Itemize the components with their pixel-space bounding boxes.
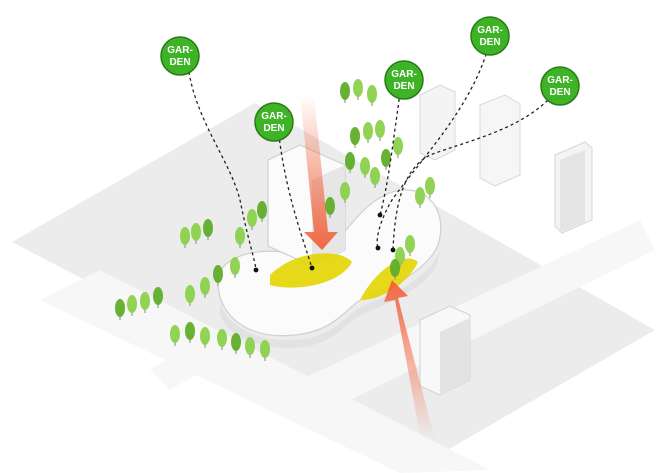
tree-icon	[381, 149, 391, 170]
road	[150, 340, 220, 390]
garden-label-line2: DEN	[549, 87, 570, 98]
tree-icon	[230, 257, 240, 278]
tree-icon	[340, 82, 350, 103]
tree-icon	[360, 157, 370, 178]
leader-lines	[187, 47, 553, 271]
tree-icon	[425, 177, 435, 198]
garden-badge: GAR- DEN	[160, 36, 200, 76]
tree-icon	[375, 120, 385, 141]
garden-badge: GAR- DEN	[540, 66, 580, 106]
garden-badge-icon	[470, 16, 510, 56]
tree-icon	[367, 85, 377, 106]
tree-icon	[235, 227, 245, 248]
rear-buildings	[419, 84, 593, 234]
garden-label-line1: GAR-	[477, 25, 503, 36]
garden-label-line2: DEN	[479, 37, 500, 48]
garden-area	[360, 258, 418, 300]
tree-icon	[370, 167, 380, 188]
tree-icon	[127, 295, 137, 316]
tree-icon	[200, 327, 210, 348]
road	[40, 270, 490, 473]
tree-icon	[393, 137, 403, 158]
garden-area	[270, 253, 352, 288]
tree-icon	[213, 265, 223, 286]
tree-icon	[231, 333, 241, 354]
tree-icon	[257, 201, 267, 222]
tree-icon	[415, 187, 425, 208]
wind-arrow-icon	[300, 95, 338, 250]
garden-label-line1: GAR-	[261, 111, 287, 122]
road	[300, 220, 655, 410]
garden-label-line2: DEN	[393, 81, 414, 92]
wind-arrow-icon	[384, 280, 435, 440]
tree-icon	[245, 337, 255, 358]
garden-label-line2: DEN	[263, 123, 284, 134]
tree-icon	[390, 259, 400, 280]
garden-label-line1: GAR-	[391, 69, 417, 80]
tree-icon	[115, 299, 125, 320]
tree-icon	[185, 285, 195, 306]
garden-badge-icon	[540, 66, 580, 106]
garden-badge: GAR- DEN	[384, 60, 424, 100]
tree-icon	[247, 209, 257, 230]
tree-icon	[217, 329, 227, 350]
tree-icon	[345, 152, 355, 173]
tree-icon	[170, 325, 180, 346]
tree-icon	[325, 197, 335, 218]
garden-badge-icon	[384, 60, 424, 100]
tree-icon	[353, 79, 363, 100]
tree-icon	[340, 182, 350, 203]
tree-icon	[363, 122, 373, 143]
garden-label-line2: DEN	[169, 57, 190, 68]
leader-endpoints	[253, 212, 396, 273]
tree-group	[115, 79, 435, 361]
tree-icon	[260, 340, 270, 361]
garden-badge-icon	[254, 102, 294, 142]
tree-icon	[200, 277, 210, 298]
tree-icon	[185, 322, 195, 343]
garden-badge: GAR- DEN	[470, 16, 510, 56]
garden-label-line1: GAR-	[167, 45, 193, 56]
garden-badge-icon	[160, 36, 200, 76]
tree-icon	[405, 235, 415, 256]
tree-icon	[203, 219, 213, 240]
tree-icon	[140, 292, 150, 313]
tree-icon	[180, 227, 190, 248]
garden-label-line1: GAR-	[547, 75, 573, 86]
garden-badge: GAR- DEN	[254, 102, 294, 142]
tree-icon	[191, 223, 201, 244]
tree-icon	[350, 127, 360, 148]
near-building	[419, 305, 471, 396]
tree-icon	[153, 287, 163, 308]
